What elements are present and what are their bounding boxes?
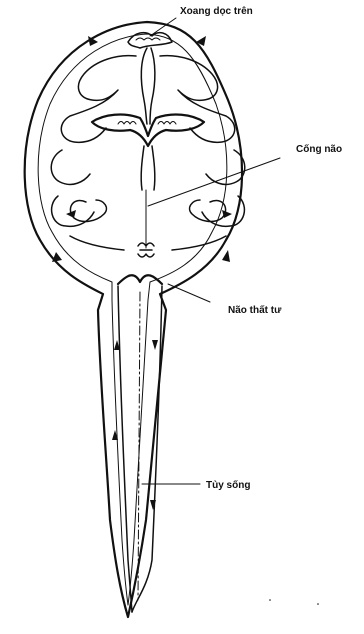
spinal-cord-left xyxy=(118,286,132,612)
flow-arrow-icon xyxy=(152,340,158,350)
print-speck xyxy=(317,603,319,605)
flow-arrow-icon xyxy=(52,252,62,262)
third-ventricle xyxy=(141,146,155,190)
flow-arrow-icon xyxy=(222,250,230,262)
label-spinal-cord: Tủy sống xyxy=(206,479,250,491)
spinal-cord-right xyxy=(132,286,162,612)
brain-outer-outline xyxy=(25,22,242,617)
gyri-left xyxy=(51,56,136,227)
falx-cerebri xyxy=(141,48,147,124)
temporal-horn-right xyxy=(190,200,226,221)
fourth-ventricle-plexus xyxy=(138,243,154,257)
print-speck xyxy=(269,599,271,601)
leader-aqueduct xyxy=(148,158,280,206)
superior-sagittal-sinus xyxy=(128,33,172,48)
label-cerebral-aqueduct: Cống não xyxy=(296,143,342,155)
falx-cerebri-right xyxy=(150,48,155,124)
label-superior-sinus: Xoang dọc trên xyxy=(180,6,253,17)
label-fourth-ventricle: Não thất tư xyxy=(228,304,282,316)
sinus-texture xyxy=(136,38,160,40)
temporal-horn-left xyxy=(70,200,106,221)
leader-fourth-ventricle xyxy=(168,284,210,302)
lateral-ventricles xyxy=(92,115,204,146)
gyri-right xyxy=(160,56,245,227)
